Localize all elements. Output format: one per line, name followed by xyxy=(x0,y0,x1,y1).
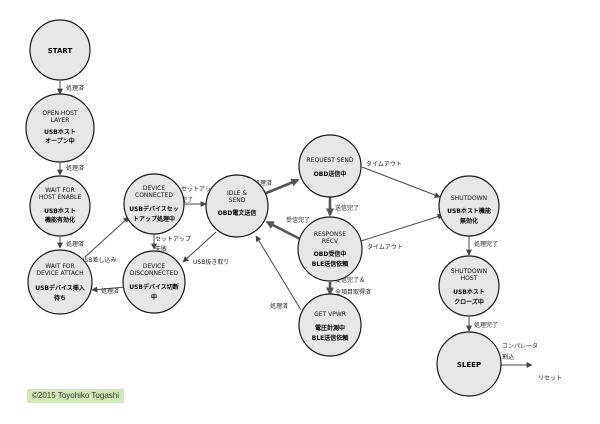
state-request-send-sub-1: OBD送信中 xyxy=(314,170,347,178)
state-idle-send-title-2: SEND xyxy=(229,197,246,204)
edge-request-shutdown xyxy=(361,166,441,198)
state-wait-attach-sub-2: 待ち xyxy=(54,294,66,302)
edge-label-sleep-out-3: リセット xyxy=(538,375,562,382)
edge-label-sleep-out-2: 割込 xyxy=(502,353,514,361)
state-shutdown-host: SHUTDOWN HOST USBホスト クローズ中 xyxy=(438,255,500,317)
state-idle-send-title-1: IDLE & xyxy=(227,190,247,197)
state-wait-attach-title-1: WAIT FOR xyxy=(45,263,74,270)
state-request-send: REQUEST SEND OBD送信中 xyxy=(298,134,362,198)
edge-idle-disc xyxy=(182,231,217,263)
edge-response-shutdown xyxy=(360,213,444,242)
state-open-host-sub-1: USBホスト xyxy=(44,129,76,136)
edge-idle-request xyxy=(263,178,300,196)
state-idle-send-sub-1: OBD電文送信 xyxy=(218,209,257,217)
state-start: START xyxy=(29,19,91,81)
state-sleep-label: SLEEP xyxy=(457,361,481,369)
edge-attach-connected xyxy=(84,216,130,258)
edge-label-response-vpwr-2: 全項目取得済 xyxy=(335,288,371,296)
copyright-badge: ©2015 Toyohiko Togashi xyxy=(27,389,124,403)
state-request-send-title-1: REQUEST SEND xyxy=(307,157,354,164)
state-get-vpwr-title-1: GET VPWR xyxy=(314,311,346,318)
state-start-label: START xyxy=(48,47,73,55)
edge-label-connected-disc-2: 失敗 xyxy=(155,245,167,253)
state-response-recv: RESPONSE RECV OBD受信中 BLE送信依頼 xyxy=(297,216,363,282)
state-get-vpwr-sub-2: BLE送信依頼 xyxy=(312,334,349,342)
state-get-vpwr-sub-1: 電圧計測中 xyxy=(315,324,345,332)
edge-label-connected-disc-1: セットアップ xyxy=(155,236,191,243)
state-response-recv-title-2: RECV xyxy=(322,238,339,245)
edge-label-enable-attach: 処理済 xyxy=(66,240,84,248)
edge-label-disc-attach: 処理済 xyxy=(101,287,119,295)
state-device-disconnected-title-2: DISCONNECTED xyxy=(130,270,179,277)
state-get-vpwr: GET VPWR 電圧計測中 BLE送信依頼 xyxy=(298,293,362,357)
state-wait-attach-title-2: DEVICE ATTACH xyxy=(36,270,83,277)
state-shutdown-host-title-1: SHUTDOWN xyxy=(451,268,487,275)
edge-response-idle xyxy=(265,220,301,241)
state-device-connected-sub-1: USBデバイスセッ xyxy=(129,205,179,213)
state-wait-host-enable: WAIT FOR HOST ENABLE USBホスト 機能有効化 xyxy=(29,175,91,237)
state-shutdown: SHUTDOWN USBホスト機能 無効化 xyxy=(438,175,500,237)
state-open-host-layer: OPEN HOST LAYER USBホスト オープン中 xyxy=(25,93,95,163)
state-device-disconnected-sub-1: USBデバイス切断 xyxy=(129,283,179,291)
state-response-recv-title-1: RESPONSE xyxy=(314,231,346,238)
state-device-disconnected: DEVICE DISCONNECTED USBデバイス切断 中 xyxy=(122,250,186,314)
state-shutdown-title-1: SHUTDOWN xyxy=(451,195,487,202)
state-device-connected-sub-2: トアップ処理中 xyxy=(133,215,175,223)
state-shutdown-host-sub-2: クローズ中 xyxy=(454,298,484,306)
edge-label-vpwr-idle: 処理済 xyxy=(270,302,288,310)
edge-label-sleep-out-1: コンパレータ xyxy=(502,342,538,350)
state-open-host-title-2: LAYER xyxy=(51,117,70,124)
state-wait-enable-sub-1: USBホスト xyxy=(44,208,76,215)
edge-label-response-shutdown: タイムアウト xyxy=(367,243,403,251)
state-shutdown-host-title-2: HOST xyxy=(461,275,478,282)
edge-label-start-open: 処理済 xyxy=(66,84,84,92)
state-wait-enable-title-1: WAIT FOR xyxy=(45,187,74,194)
edge-label-shutdown-host: 処理完了 xyxy=(474,240,498,248)
edge-label-attach-connected: USB差し込み xyxy=(80,256,116,264)
edge-label-response-idle: 受信完了 xyxy=(286,216,310,224)
state-wait-enable-title-2: HOST ENABLE xyxy=(39,194,81,201)
state-shutdown-host-sub-1: USBホスト xyxy=(453,289,485,296)
state-shutdown-sub-2: 無効化 xyxy=(460,217,478,225)
state-device-connected: DEVICE CONNECTED USBデバイスセッ トアップ処理中 xyxy=(123,173,185,235)
edge-vpwr-idle xyxy=(255,235,302,311)
edge-label-connected-idle-2: 完了 xyxy=(181,196,193,204)
edge-label-idle-request: 処理済 xyxy=(254,179,272,187)
state-sleep: SLEEP xyxy=(436,331,502,397)
state-device-connected-title-1: DEVICE xyxy=(143,185,165,192)
edge-label-idle-disc: USB抜き取り xyxy=(193,258,229,266)
state-open-host-sub-2: オープン中 xyxy=(45,137,75,145)
state-wait-enable-sub-2: 機能有効化 xyxy=(45,216,75,224)
state-response-recv-sub-2: BLE送信依頼 xyxy=(312,260,349,268)
state-device-connected-title-2: CONNECTED xyxy=(135,192,173,199)
edge-label-response-vpwr-1: 受信完了＆ xyxy=(335,276,365,284)
state-wait-device-attach: WAIT FOR DEVICE ATTACH USBデバイス挿入 待ち xyxy=(27,249,93,315)
edge-label-request-shutdown: タイムアウト xyxy=(366,160,402,168)
edge-label-connected-idle-1: セットアップ xyxy=(181,186,217,193)
state-device-disconnected-title-1: DEVICE xyxy=(143,263,165,270)
state-device-disconnected-sub-2: 中 xyxy=(151,293,157,301)
state-wait-attach-sub-1: USBデバイス挿入 xyxy=(35,284,85,292)
edge-disc-attach xyxy=(91,286,126,293)
state-shutdown-sub-1: USBホスト機能 xyxy=(447,207,491,215)
state-open-host-title-1: OPEN HOST xyxy=(42,110,78,117)
state-response-recv-sub-1: OBD受信中 xyxy=(314,250,347,258)
edge-label-open-enable: 処理済 xyxy=(66,164,84,172)
edge-label-request-response: 送信完了 xyxy=(335,204,359,212)
state-idle-send: IDLE & SEND OBD電文送信 xyxy=(205,174,269,238)
edge-label-host-sleep: 処理完了 xyxy=(474,321,498,329)
